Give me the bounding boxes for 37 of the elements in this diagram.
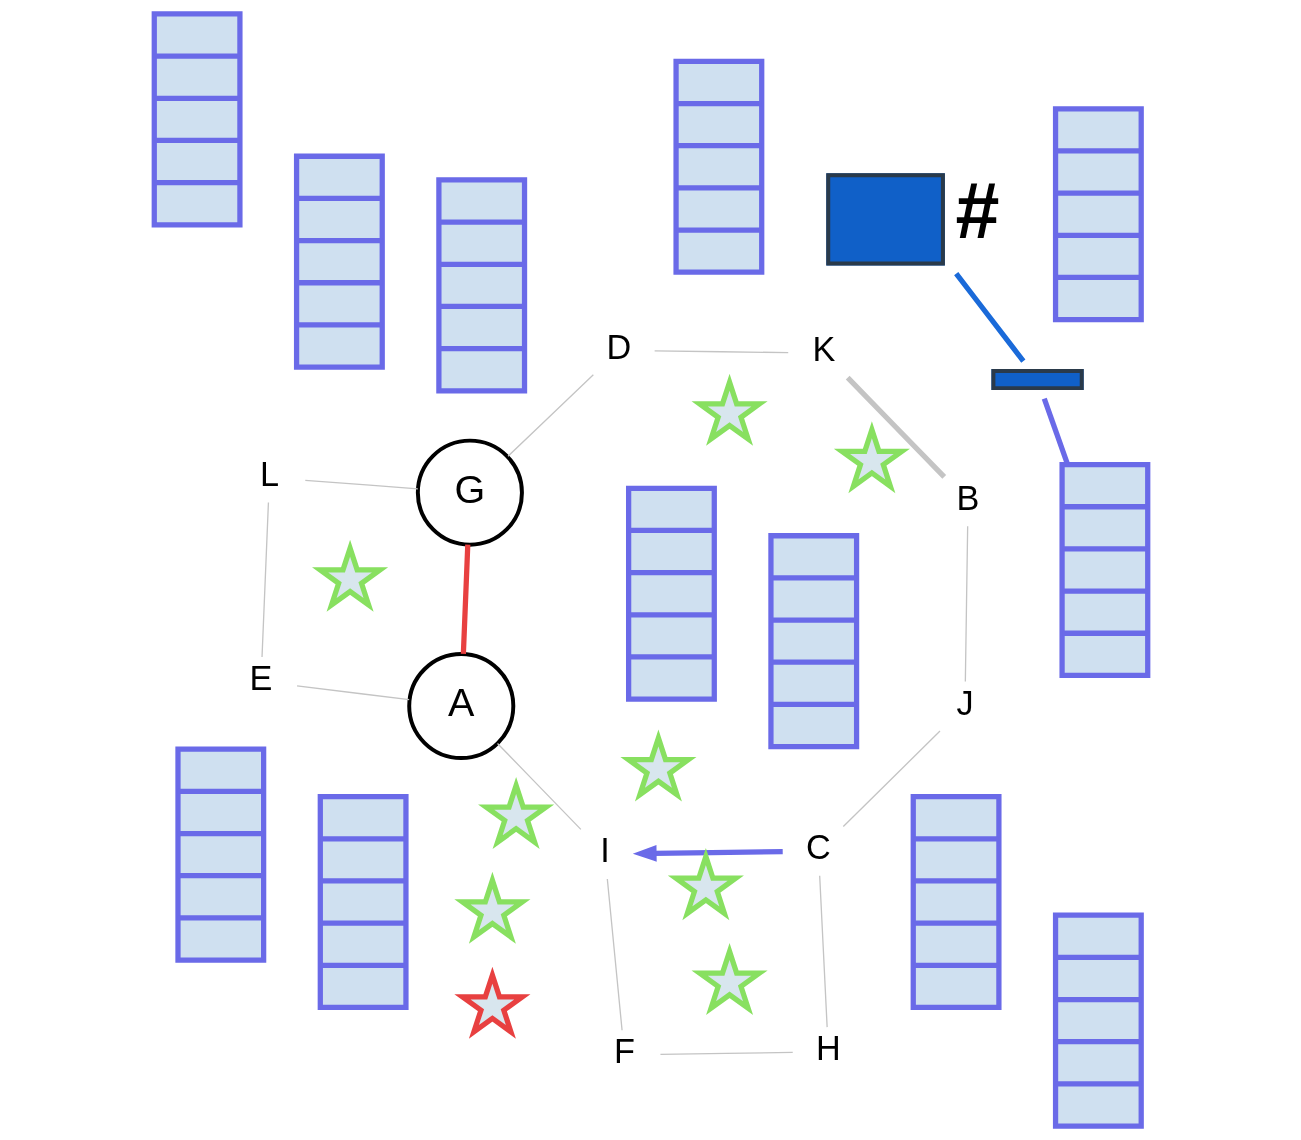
connector [506, 374, 594, 457]
node-star [667, 848, 744, 921]
connector [295, 685, 410, 701]
node-star [477, 776, 554, 849]
node-text: L [259, 455, 279, 494]
node-label: # [954, 165, 999, 255]
node-text: B [956, 478, 979, 517]
node-text: F [613, 1032, 635, 1071]
connector [653, 350, 789, 354]
connector [460, 544, 470, 654]
node-circle: A [406, 652, 515, 761]
connector [845, 375, 946, 479]
node-star [453, 966, 530, 1039]
node-star [833, 421, 910, 494]
node-text: C [805, 828, 831, 867]
connector [964, 525, 968, 683]
connector [496, 742, 581, 830]
node-star [691, 943, 768, 1015]
node-circle: G [415, 438, 524, 547]
connector [606, 878, 623, 1031]
node-text: K [811, 330, 835, 369]
node-text: I [599, 831, 610, 870]
connector [659, 1051, 793, 1056]
connector [953, 272, 1025, 363]
arrow [632, 845, 783, 862]
node-star [453, 871, 530, 944]
connector [842, 730, 941, 828]
connector [304, 479, 418, 490]
node-text: J [955, 683, 974, 722]
node-star [311, 539, 388, 612]
node-star [691, 373, 768, 446]
node-star [619, 729, 696, 802]
connector [818, 875, 828, 1028]
node-text: D [606, 327, 631, 366]
node-text: E [249, 658, 272, 697]
node-text: H [815, 1029, 841, 1068]
connector [260, 501, 269, 658]
